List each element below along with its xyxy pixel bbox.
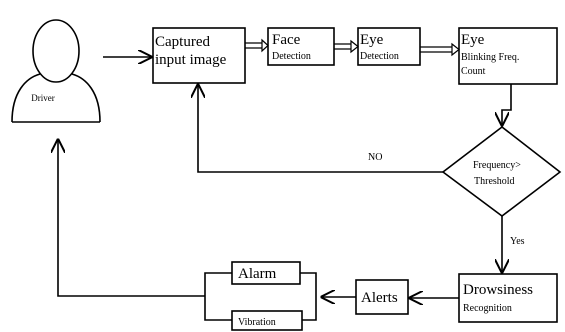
blinking-count-box <box>458 27 558 85</box>
eye-detection-subtitle: Detection <box>360 51 399 62</box>
edge-label-yes: Yes <box>510 236 525 247</box>
driver-icon <box>11 19 101 123</box>
edge-decision-no-to-captured <box>198 85 443 173</box>
face-detection-subtitle: Detection <box>272 51 311 62</box>
captured-line-1: Captured <box>155 34 210 50</box>
captured-input-image-box <box>152 27 246 84</box>
edge-feedback-to-driver <box>58 140 205 297</box>
edge-eye-to-blinking <box>420 42 460 57</box>
alerts-label: Alerts <box>361 290 398 306</box>
edge-blinking-to-decision <box>502 84 512 125</box>
alerts-box <box>355 279 409 315</box>
captured-input-image-label: Captured input image <box>155 34 227 68</box>
threshold-decision-diamond <box>441 125 562 218</box>
edge-captured-to-face <box>245 38 269 53</box>
driver-label: Driver <box>31 93 55 103</box>
decision-line-2: Threshold <box>474 176 515 187</box>
alarm-label: Alarm <box>238 266 277 282</box>
edge-face-to-eye <box>334 39 359 54</box>
drowsiness-subtitle: Recognition <box>463 303 512 314</box>
vibration-label: Vibration <box>238 317 276 328</box>
edge-label-no: NO <box>368 152 382 163</box>
captured-line-2: input image <box>155 52 227 68</box>
face-detection-box <box>267 27 335 66</box>
blinking-count-line-3: Count <box>461 66 486 77</box>
blinking-count-line-2: Blinking Freq. <box>461 52 519 63</box>
eye-detection-title: Eye <box>360 32 384 48</box>
drowsiness-title: Drowsiness <box>463 282 533 298</box>
blinking-count-title: Eye <box>461 32 485 48</box>
decision-line-1: Frequency> <box>473 160 521 171</box>
face-detection-title: Face <box>272 32 301 48</box>
